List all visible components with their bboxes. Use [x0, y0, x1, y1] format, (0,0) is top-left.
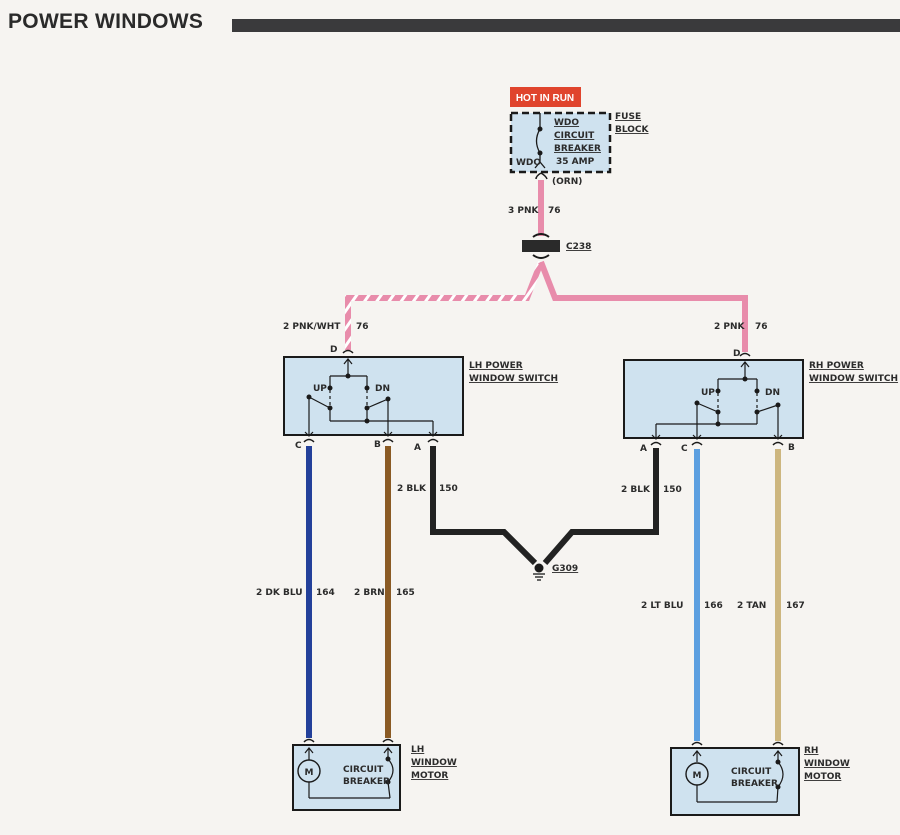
lh-motor-name-1: LH: [411, 745, 424, 755]
wire-lh-down-circuit: 165: [396, 588, 415, 598]
lh-pin-b: B: [374, 440, 381, 450]
connector-label: C238: [566, 242, 591, 252]
fuse-location-2: BLOCK: [615, 125, 650, 135]
wire-feed-pnk: 3 PNK 76: [508, 172, 561, 236]
hot-in-run-label: HOT IN RUN: [516, 93, 574, 104]
rh-pin-c: C: [681, 444, 688, 454]
lh-dn-label: DN: [375, 384, 390, 394]
lh-window-motor: M CIRCUIT BREAKER LH WINDOW MOTOR: [292, 738, 457, 811]
wire-rh-ground-blk: [542, 448, 659, 565]
lh-up-label: UP: [313, 384, 327, 394]
svg-text:M: M: [693, 771, 702, 781]
rh-power-window-switch: D: [623, 349, 898, 454]
wire-rh-down-circuit: 167: [786, 601, 805, 611]
wire-rh-ground-label: 2 BLK: [621, 485, 651, 495]
rh-motor-name-1: RH: [804, 746, 818, 756]
wire-feed-circuit: 76: [548, 206, 561, 216]
fuse-output-color: (ORN): [552, 177, 582, 187]
wire-lh-down-label: 2 BRN: [354, 588, 385, 598]
ground-icon: [534, 563, 544, 573]
wire-feed-label: 3 PNK: [508, 206, 540, 216]
lh-motor-name-3: MOTOR: [411, 771, 448, 781]
fuse-name-3: BREAKER: [554, 144, 601, 154]
lh-switch-name-2: WINDOW SWITCH: [469, 374, 558, 384]
hot-in-run-badge: [510, 87, 581, 107]
rh-motor-name-2: WINDOW: [804, 759, 850, 769]
wire-lh-up-label: 2 DK BLU: [256, 588, 303, 598]
motor-icon: M: [297, 759, 321, 783]
wire-rh-feed-label: 2 PNK: [714, 322, 746, 332]
lh-breaker-label-1: CIRCUIT: [343, 765, 384, 775]
wire-rh-feed-circuit: 76: [755, 322, 768, 332]
wire-lh-feed-circuit: 76: [356, 322, 369, 332]
rh-motor-name-3: MOTOR: [804, 772, 841, 782]
lh-switch-name-1: LH POWER: [469, 361, 523, 371]
lh-power-window-switch: D: [283, 345, 558, 453]
fuse-location-1: FUSE: [615, 112, 641, 122]
wire-lh-feed-label: 2 PNK/WHT: [283, 322, 341, 332]
wire-lh-up-circuit: 164: [316, 588, 335, 598]
wire-rh-up-label: 2 LT BLU: [641, 601, 684, 611]
wire-rh-up-circuit: 166: [704, 601, 723, 611]
wire-lh-feed-pnk-wht: [345, 260, 544, 350]
wire-lh-ground-label: 2 BLK: [397, 484, 427, 494]
rh-pin-a: A: [640, 444, 647, 454]
lh-breaker-label-2: BREAKER: [343, 777, 390, 787]
page-title: POWER WINDOWS: [8, 10, 204, 33]
svg-text:M: M: [305, 768, 314, 778]
lh-pin-a: A: [414, 443, 421, 453]
fuse-name-2: CIRCUIT: [554, 131, 595, 141]
fuse-rating: 35 AMP: [556, 157, 595, 167]
wire-rh-ground-circuit: 150: [663, 485, 682, 495]
rh-pin-d: D: [733, 349, 740, 359]
rh-breaker-label-2: BREAKER: [731, 779, 778, 789]
rh-window-motor: M CIRCUIT BREAKER RH WINDOW MOTOR: [670, 741, 850, 816]
wire-lh-ground-circuit: 150: [439, 484, 458, 494]
rh-dn-label: DN: [765, 388, 780, 398]
wire-rh-down-label: 2 TAN: [737, 601, 766, 611]
lh-motor-name-2: WINDOW: [411, 758, 457, 768]
wire-rh-feed-pnk: [538, 260, 748, 352]
lh-pin-c: C: [295, 441, 302, 451]
rh-switch-name-2: WINDOW SWITCH: [809, 374, 898, 384]
fuse-name-1: WDO: [554, 118, 579, 128]
wire-lh-ground-blk: [430, 446, 538, 566]
rh-pin-b: B: [788, 443, 795, 453]
rh-switch-name-1: RH POWER: [809, 361, 864, 371]
rh-breaker-label-1: CIRCUIT: [731, 767, 772, 777]
fuse-terminal-label: WDO: [516, 158, 541, 168]
motor-icon: M: [685, 762, 709, 786]
rh-up-label: UP: [701, 388, 715, 398]
ground-g309: G309: [533, 563, 578, 581]
connector-c238: C238: [522, 233, 591, 259]
fuse-block: HOT IN RUN WDO CIRCUIT BREAKER WDO 35 AM…: [509, 87, 650, 187]
title-rule: [232, 19, 900, 32]
lh-pin-d: D: [330, 345, 337, 355]
ground-label: G309: [552, 564, 578, 574]
